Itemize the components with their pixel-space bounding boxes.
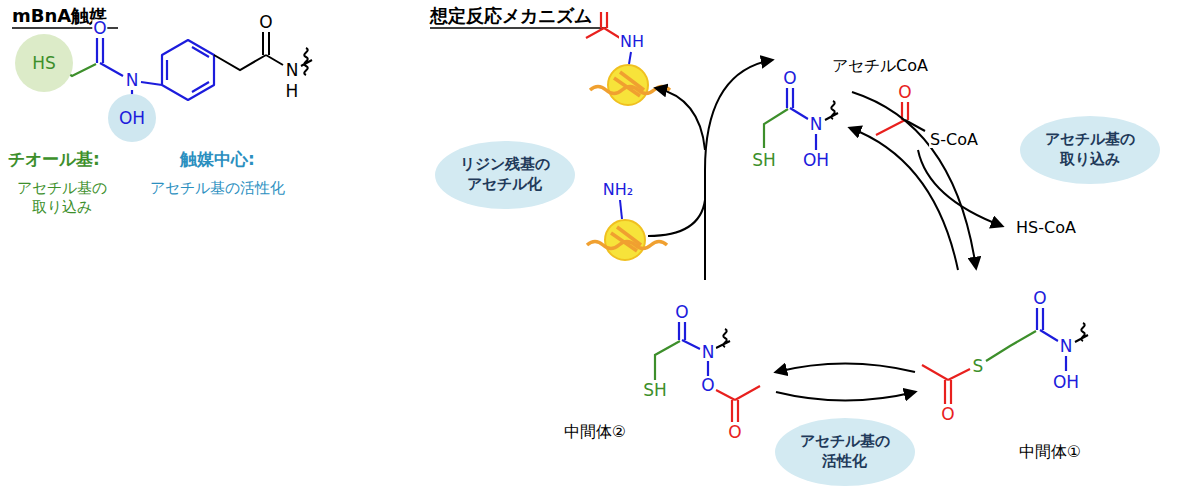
protein-chain bbox=[590, 72, 670, 96]
byproduct-name: HS-CoA bbox=[1016, 218, 1076, 238]
wavy-bond bbox=[825, 101, 838, 120]
atom-label: OH bbox=[802, 152, 830, 169]
section-title: 想定反応メカニズム bbox=[430, 5, 592, 28]
atom-label: N bbox=[809, 116, 824, 133]
coa-arrow bbox=[918, 150, 1002, 226]
atom-label: O bbox=[700, 377, 715, 394]
group-heading: チオール基: bbox=[8, 149, 100, 170]
catalyst-core-bonds bbox=[97, 38, 214, 100]
atom-label: O bbox=[782, 70, 797, 87]
catalyst-center-highlight: OH bbox=[108, 94, 156, 142]
node-text: アセチル基の 活性化 bbox=[798, 432, 893, 471]
atom-label: S-CoA bbox=[929, 132, 979, 148]
atom-label: O bbox=[258, 14, 273, 31]
atom-label: O bbox=[897, 84, 912, 101]
atom-label: OH bbox=[1052, 374, 1080, 391]
step-bubble: リジン残基の アセチル化 bbox=[435, 141, 576, 210]
atom-label: O bbox=[940, 406, 955, 423]
wavy-bond bbox=[1075, 323, 1088, 342]
group-heading: 触媒中心: bbox=[180, 149, 255, 170]
nh2-bond bbox=[620, 200, 622, 219]
atom-label: NH bbox=[619, 34, 645, 50]
thiol-bonds bbox=[655, 341, 680, 380]
thiol-highlight: HS bbox=[15, 34, 73, 92]
equilibrium-arrow bbox=[850, 128, 958, 270]
atom-label: H bbox=[285, 83, 300, 100]
atom-label: N bbox=[1059, 338, 1074, 355]
group-note: アセチル基の活性化 bbox=[150, 179, 285, 198]
atom-label: N bbox=[285, 62, 300, 79]
atom-label: O bbox=[1032, 290, 1047, 307]
atom-label: S bbox=[972, 358, 985, 375]
intermediate-name: 中間体② bbox=[564, 422, 626, 442]
reagent-name: アセチルCoA bbox=[832, 56, 928, 76]
nh-bond bbox=[629, 52, 631, 64]
protein-chain bbox=[587, 227, 667, 251]
atom-label: O bbox=[674, 304, 689, 321]
atom-label: N bbox=[125, 72, 140, 89]
atom-label: SH bbox=[642, 382, 668, 399]
node-text: HS bbox=[32, 52, 56, 74]
acetyl-bonds bbox=[922, 365, 970, 404]
atom-label: SH bbox=[751, 152, 777, 169]
equilibrium-arrow bbox=[776, 364, 915, 373]
intermediate-name: 中間体① bbox=[1019, 442, 1081, 462]
acetyl-bonds bbox=[716, 386, 760, 422]
thiol-bonds bbox=[764, 109, 788, 148]
atom-label: NH₂ bbox=[602, 182, 634, 198]
equilibrium-arrow bbox=[852, 92, 976, 268]
group-note: アセチル基の 取り込み bbox=[15, 179, 110, 217]
step-bubble: アセチル基の 取り込み bbox=[1020, 116, 1161, 185]
branch-arrow bbox=[656, 88, 705, 150]
merge-arrow bbox=[648, 200, 705, 236]
equilibrium-arrow bbox=[776, 392, 915, 401]
node-text: OH bbox=[119, 107, 145, 129]
cycle-arrow bbox=[705, 60, 772, 280]
step-bubble: アセチル基の 活性化 bbox=[775, 418, 916, 487]
wavy-bond bbox=[716, 329, 730, 348]
atom-label: O bbox=[92, 20, 107, 37]
node-text: リジン残基の アセチル化 bbox=[458, 155, 553, 194]
atom-label: O bbox=[727, 424, 742, 441]
atom-label: N bbox=[701, 344, 716, 361]
node-text: アセチル基の 取り込み bbox=[1043, 130, 1138, 169]
thiol-bonds bbox=[986, 331, 1036, 361]
